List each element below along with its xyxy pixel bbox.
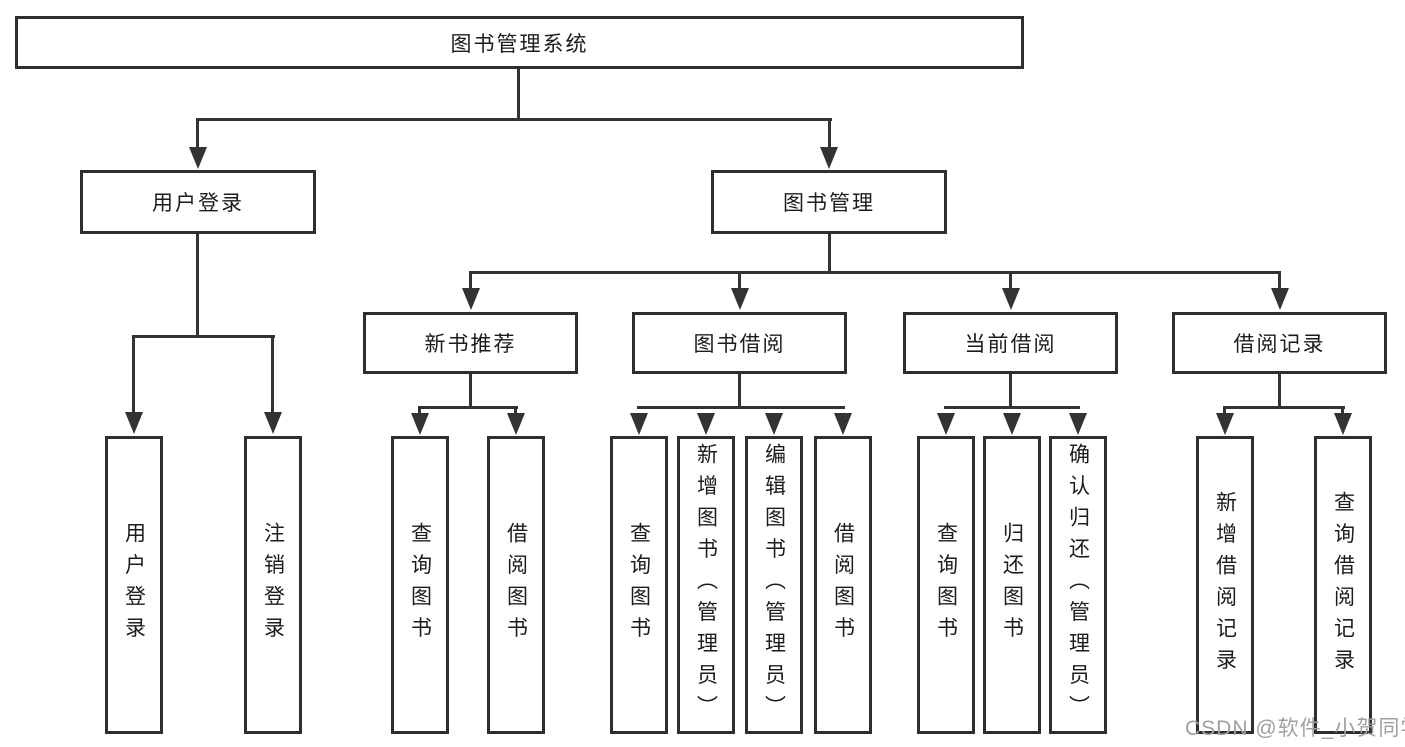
node-borrow-records: 借阅记录 xyxy=(1172,312,1387,374)
leaf-borrow-books-recommend: 借阅图书 xyxy=(487,436,545,734)
leaf-user-login: 用户登录 xyxy=(105,436,163,734)
connector-line xyxy=(1009,374,1012,408)
node-new-book-recommend: 新书推荐 xyxy=(363,312,578,374)
connector-arrowhead xyxy=(697,413,715,435)
connector-line xyxy=(1278,374,1281,408)
connector-line xyxy=(132,335,135,414)
connector-line xyxy=(738,374,741,408)
leaf-query-books-borrow: 查询图书 xyxy=(610,436,668,734)
leaf-add-books-admin: 新增图书（管理员） xyxy=(677,436,735,734)
connector-arrowhead xyxy=(125,412,143,434)
connector-arrowhead xyxy=(189,147,207,169)
leaf-logout: 注销登录 xyxy=(244,436,302,734)
connector-line xyxy=(469,271,1281,274)
connector-line xyxy=(1223,406,1345,409)
leaf-edit-books-admin: 编辑图书（管理员） xyxy=(745,436,803,734)
connector-line xyxy=(514,406,517,416)
csdn-watermark: CSDN @软件_小贺同学 xyxy=(1185,717,1405,740)
connector-arrowhead xyxy=(1003,413,1021,435)
connector-line xyxy=(271,335,274,414)
connector-line xyxy=(418,406,518,409)
connector-line xyxy=(1223,406,1226,416)
connector-line xyxy=(637,406,845,409)
connector-arrowhead xyxy=(1069,413,1087,435)
connector-arrowhead xyxy=(820,147,838,169)
connector-arrowhead xyxy=(765,413,783,435)
node-user-login: 用户登录 xyxy=(80,170,316,234)
connector-line xyxy=(828,234,831,274)
connector-line xyxy=(196,118,199,150)
connector-arrowhead xyxy=(731,288,749,310)
leaf-query-books-current: 查询图书 xyxy=(917,436,975,734)
leaf-query-borrow-record: 查询借阅记录 xyxy=(1314,436,1372,734)
connector-line xyxy=(944,406,1080,409)
connector-line xyxy=(469,374,472,408)
connector-line xyxy=(738,271,741,289)
connector-line xyxy=(1341,406,1344,416)
leaf-add-borrow-record: 新增借阅记录 xyxy=(1196,436,1254,734)
connector-line xyxy=(418,406,421,416)
connector-line xyxy=(1009,271,1012,289)
node-book-borrow: 图书借阅 xyxy=(632,312,847,374)
connector-line xyxy=(1278,271,1281,289)
node-root-system: 图书管理系统 xyxy=(15,16,1024,69)
connector-arrowhead xyxy=(462,288,480,310)
connector-line xyxy=(196,118,832,121)
connector-arrowhead xyxy=(937,413,955,435)
connector-line xyxy=(469,271,472,289)
node-current-borrow: 当前借阅 xyxy=(903,312,1118,374)
connector-arrowhead xyxy=(834,413,852,435)
leaf-query-books-recommend: 查询图书 xyxy=(391,436,449,734)
connector-arrowhead xyxy=(264,412,282,434)
connector-line xyxy=(517,69,520,120)
connector-line xyxy=(132,335,275,338)
leaf-confirm-return-admin: 确认归还（管理员） xyxy=(1049,436,1107,734)
node-book-management: 图书管理 xyxy=(711,170,947,234)
connector-line xyxy=(196,234,199,338)
connector-line xyxy=(828,118,831,150)
connector-arrowhead xyxy=(1271,288,1289,310)
leaf-return-books: 归还图书 xyxy=(983,436,1041,734)
connector-arrowhead xyxy=(507,413,525,435)
connector-arrowhead xyxy=(1002,288,1020,310)
connector-arrowhead xyxy=(411,413,429,435)
connector-arrowhead xyxy=(1216,413,1234,435)
connector-arrowhead xyxy=(1334,413,1352,435)
connector-arrowhead xyxy=(630,413,648,435)
leaf-borrow-books: 借阅图书 xyxy=(814,436,872,734)
